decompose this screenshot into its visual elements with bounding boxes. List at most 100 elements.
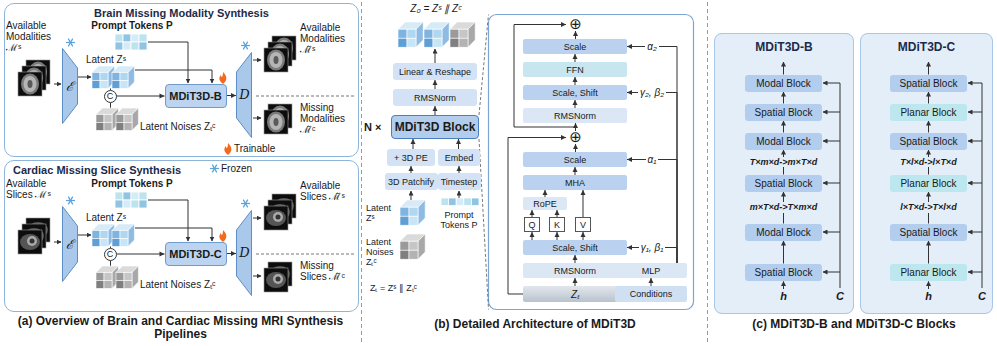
box-label: C: [107, 249, 114, 259]
cube-cell: [112, 72, 120, 80]
free-label: Latent Noises Zₜᶜ: [366, 237, 398, 267]
connector: [573, 100, 578, 108]
mri-slice: [264, 206, 288, 230]
mri-slice: [18, 230, 42, 254]
panel-separator: [361, 2, 362, 344]
guide-line: [968, 141, 982, 142]
connector: [227, 93, 237, 98]
connector: [573, 278, 578, 286]
cube-cell: [409, 216, 418, 225]
cube-cell: [112, 80, 120, 88]
layer-box: Embed: [438, 149, 480, 166]
layer-box: Scale: [523, 152, 627, 167]
arrow-head: [781, 92, 786, 97]
arrow-head: [627, 90, 632, 95]
brain-shape: [24, 76, 37, 92]
cube-cell: [124, 272, 132, 280]
cube-cell: [400, 207, 409, 216]
guide-line: [54, 242, 61, 243]
free-label: C: [834, 290, 846, 302]
cube-cell: [398, 38, 407, 47]
free-label: Prompt Tokens P: [437, 210, 481, 230]
concat-circle: C: [104, 90, 117, 103]
connector: [555, 210, 560, 217]
guide-line: [253, 60, 261, 61]
cube-cell: [112, 230, 120, 238]
connector: [627, 90, 677, 263]
arrow-head: [456, 139, 461, 144]
heart-shape: [266, 272, 286, 288]
cube-cell: [96, 272, 104, 280]
box-label: MDiT3D-B: [169, 90, 222, 102]
block-box: Planar Block: [890, 175, 967, 192]
block-box: Spatial Block: [745, 104, 822, 121]
prompt-token: [139, 192, 147, 200]
cube-cell: [120, 230, 128, 238]
guide-line: [135, 228, 212, 241]
arrow-head: [433, 106, 438, 111]
heart-shape: [276, 277, 281, 282]
box-label: Embed: [445, 153, 474, 163]
cube-cell: [450, 29, 459, 38]
mri-slice: [264, 268, 288, 292]
snowflake-icon: [68, 39, 73, 47]
layer-box: MHA: [523, 175, 627, 190]
cube-side: [132, 108, 138, 130]
flame-icon: [219, 72, 226, 84]
box-label: Scale: [564, 155, 587, 165]
connector-line: [117, 96, 165, 97]
layer-box: Linear & Reshape: [393, 63, 477, 80]
cube-cell: [92, 238, 100, 246]
connector-line: [627, 160, 677, 264]
arrow-head: [573, 167, 578, 172]
cube-cell: [116, 280, 124, 288]
cube-cell: [120, 80, 128, 88]
connector: [627, 44, 677, 263]
heart-shape: [273, 212, 283, 222]
cube-side: [416, 22, 423, 47]
guide-line: [840, 83, 841, 288]
edge-label: m×T×d->T×m×d: [748, 202, 819, 212]
connector-line: [627, 93, 677, 264]
guide-line: [783, 62, 784, 75]
guide-line: [968, 232, 982, 233]
layer-box: RoPE: [523, 197, 567, 210]
snowflake-icon: [68, 197, 73, 205]
free-label: Prompt Tokens P: [90, 178, 174, 189]
encoder-shape: ℰ: [62, 48, 78, 124]
guide-line: [928, 282, 929, 290]
prompt-token: [123, 34, 131, 42]
guide-line: [823, 112, 840, 113]
connector: [530, 210, 535, 217]
connector: [409, 166, 414, 173]
guide-line: [253, 276, 261, 277]
guide-line: [253, 118, 261, 119]
arrow-head: [573, 100, 578, 105]
prompt-token: [123, 192, 131, 200]
arrow-head: [457, 166, 462, 171]
box-label: D: [239, 87, 249, 102]
connector: [117, 252, 165, 257]
arrow-head: [561, 135, 566, 140]
block-box: Modal Block: [745, 75, 822, 92]
residual-add: ⊕: [566, 131, 585, 144]
decoder-shape: D: [236, 210, 253, 296]
cube-side: [132, 266, 138, 288]
arrow-head: [781, 121, 786, 126]
arrow-head: [581, 232, 586, 237]
arrow-head: [573, 278, 578, 283]
box-label: ℰ: [66, 235, 74, 253]
block-box: Modal Block: [745, 224, 822, 241]
connector-line: [627, 47, 677, 264]
cube-cell: [96, 280, 104, 288]
layer-box: 3D Patchify: [385, 173, 438, 190]
box-label: Spatial Block: [755, 178, 813, 189]
cube-cell: [409, 241, 418, 250]
cube-cell: [424, 29, 433, 38]
heart-shape: [266, 210, 286, 226]
cube-side: [468, 22, 475, 47]
layer-box: RMSNorm: [523, 263, 627, 278]
connector: [573, 31, 578, 39]
cube-cell: [407, 38, 416, 47]
connector: [456, 139, 461, 149]
